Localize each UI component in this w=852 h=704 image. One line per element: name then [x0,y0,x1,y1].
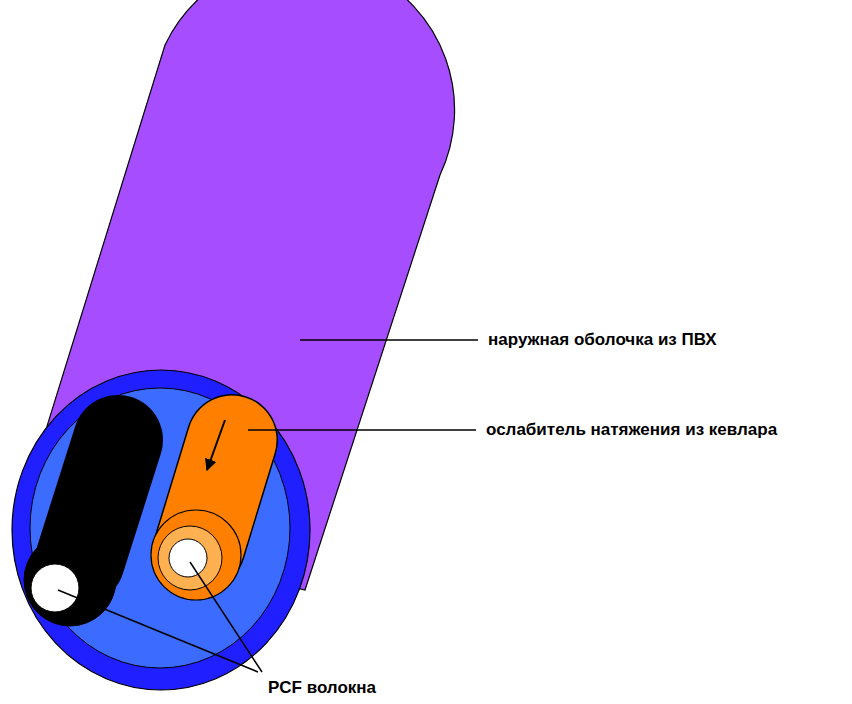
leader-line [248,429,476,431]
leader-line [300,339,478,341]
part-label: ослабитель натяжения из кевлара [486,420,777,440]
part-label: наружная оболочка из ПВХ [488,330,717,350]
black-fiber-face [24,534,116,626]
orange-fiber-face [151,510,241,600]
pvc-jacket [12,370,310,690]
part-label: PCF волокна [268,678,376,698]
orange-fiber-core [169,539,207,577]
cable-body [18,0,455,590]
orange-fiber-buffer [158,526,222,590]
leader-line [58,590,258,672]
black-fiber-core [31,564,79,612]
direction-arrow [207,420,225,470]
leader-line [190,562,262,672]
